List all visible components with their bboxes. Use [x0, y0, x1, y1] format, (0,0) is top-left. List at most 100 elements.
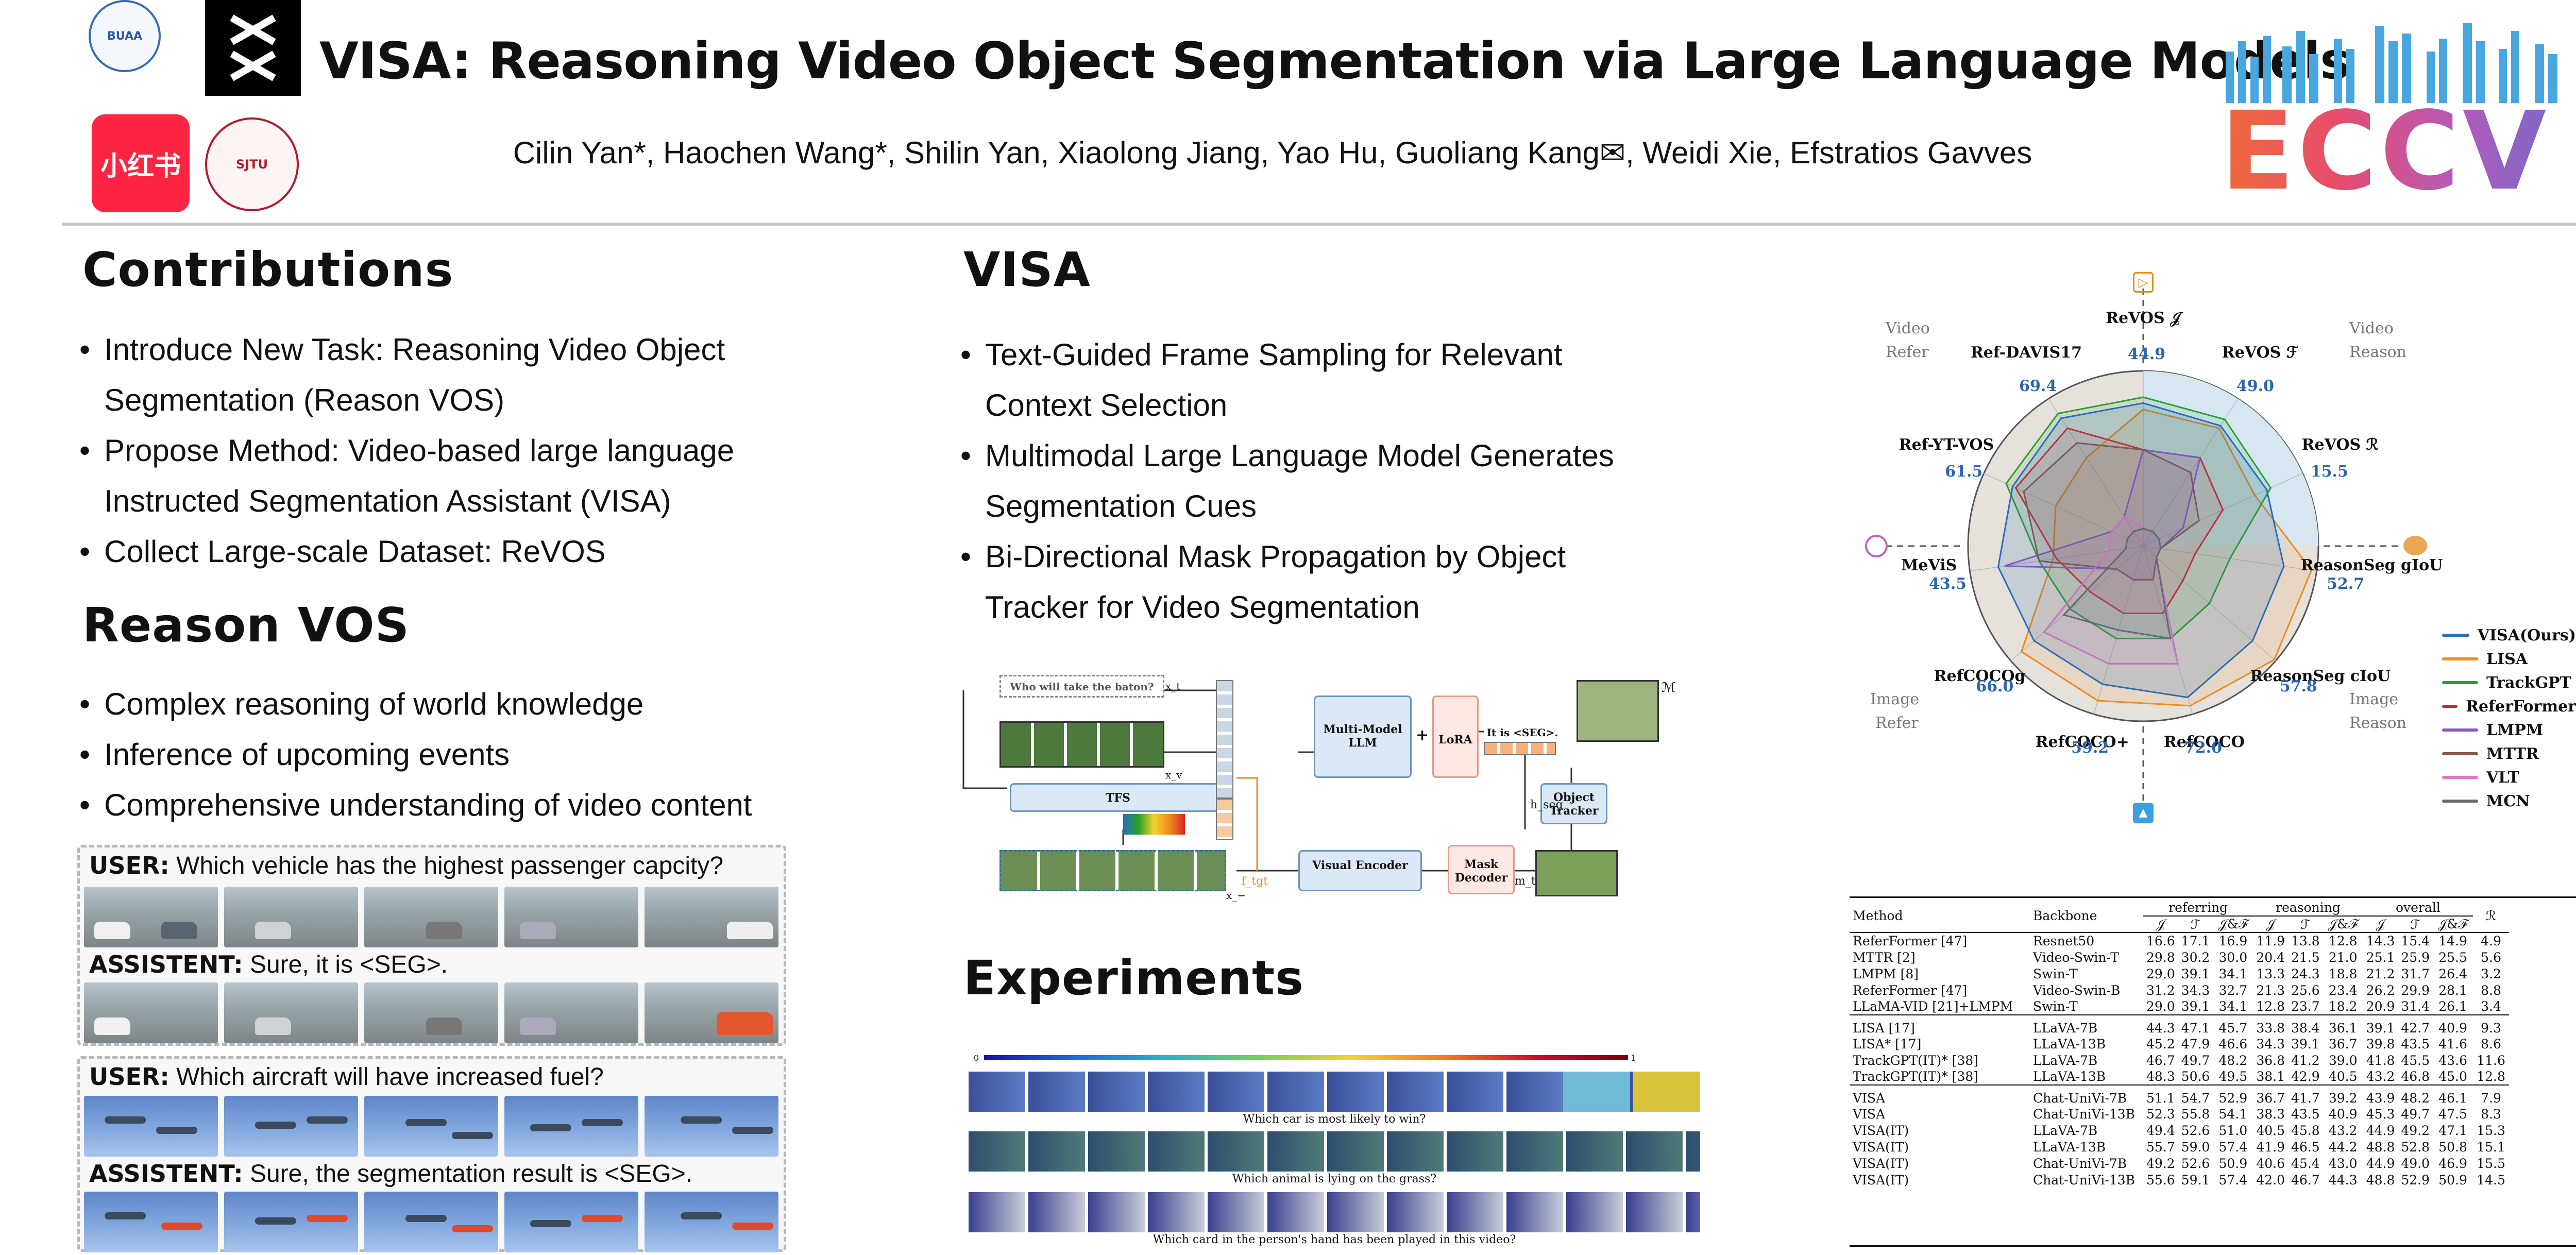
legend-swatch	[2442, 728, 2478, 732]
uva-logo	[205, 0, 301, 96]
question-box: Who will take the baton?	[999, 675, 1164, 698]
cell-value: 59.0	[2181, 1139, 2210, 1155]
lora-box: LoRA	[1432, 696, 1479, 778]
video-frame	[364, 982, 498, 1043]
corner-bl-1: Image	[1870, 690, 1920, 708]
cell-value: 59.1	[2181, 1172, 2210, 1188]
eccv-wordmark: ECCV	[2221, 97, 2576, 206]
user-line: USER: Which aircraft will have increased…	[89, 1063, 604, 1091]
cell-value: 48.2	[2218, 1053, 2248, 1068]
cell-value: 50.6	[2181, 1069, 2210, 1084]
cell-value: 36.7	[2328, 1036, 2358, 1052]
cell-value: 47.5	[2438, 1106, 2467, 1122]
cell-value: 51.0	[2218, 1123, 2248, 1138]
cell-value: 48.2	[2401, 1091, 2430, 1106]
th-r: ℛ	[2486, 908, 2496, 923]
th-overall: overall	[2363, 900, 2473, 917]
cell-value: 28.1	[2438, 982, 2467, 998]
cell-value: 8.8	[2481, 982, 2501, 998]
cell-value: 43.5	[2291, 1106, 2320, 1122]
cell-backbone: Video-Swin-B	[2033, 982, 2121, 998]
cell-method: LISA* [17]	[1853, 1036, 1922, 1052]
legend-item: LISA	[2442, 647, 2576, 671]
xminus-label: x_−	[1226, 889, 1246, 902]
video-frame	[364, 1192, 498, 1252]
video-frame	[84, 1192, 218, 1252]
cell-value: 9.3	[2481, 1021, 2501, 1036]
radar-series-1	[2005, 396, 2272, 639]
visa-heading: VISA	[963, 242, 1091, 297]
list-item: Collect Large-scale Dataset: ReVOS	[77, 527, 953, 577]
dialog-example-1: USER: Which vehicle has the highest pass…	[77, 845, 786, 1046]
cell-value: 39.1	[2291, 1036, 2320, 1052]
list-item-continuation: Context Selection	[985, 388, 1228, 422]
th-j: 𝒥	[2266, 917, 2275, 931]
cell-value: 20.9	[2366, 999, 2395, 1014]
list-item: Text-Guided Frame Sampling for Relevant	[958, 330, 1783, 380]
cell-value: 15.3	[2477, 1123, 2505, 1138]
cell-backbone: LLaVA-7B	[2033, 1053, 2098, 1068]
radar-axis-value: 43.5	[1928, 574, 1967, 593]
assistant-line: ASSISTENT: Sure, the segmentation result…	[89, 1160, 693, 1188]
cell-value: 40.9	[2328, 1106, 2358, 1122]
cell-value: 48.3	[2146, 1069, 2175, 1084]
cell-value: 50.8	[2438, 1139, 2467, 1155]
cell-value: 39.1	[2181, 966, 2210, 981]
video-frame	[364, 887, 498, 947]
results-table: Method Backbone referring reasoning over…	[1850, 896, 2576, 1247]
legend-item: TrackGPT	[2442, 671, 2576, 694]
radar-axis-label: ReVOS 𝒥	[2106, 309, 2181, 327]
cell-backbone: Resnet50	[2033, 934, 2095, 948]
corner-tr-2: Reason	[2349, 343, 2407, 361]
cell-value: 26.2	[2366, 982, 2395, 998]
xiaohongshu-logo: 小红书	[92, 114, 190, 212]
m-label: ℳ	[1662, 680, 1676, 696]
object-tracker-box: Object Tracker	[1540, 783, 1607, 824]
list-item-continuation: Tracker for Video Segmentation	[985, 590, 1420, 624]
legend-label: MTTR	[2486, 744, 2539, 763]
brain-icon-right	[2403, 536, 2427, 555]
list-item: Introduce New Task: Reasoning Video Obje…	[77, 325, 953, 375]
table: Method Backbone referring reasoning over…	[1850, 900, 2510, 1188]
cell-value: 51.1	[2146, 1091, 2175, 1106]
video-frame	[504, 982, 638, 1043]
cell-value: 3.2	[2481, 966, 2501, 981]
university-logo-2: SJTU	[205, 117, 299, 211]
video-frame	[84, 887, 218, 947]
cell-method: VISA(IT)	[1853, 1172, 1909, 1188]
cell-backbone: LLaVA-13B	[2033, 1069, 2106, 1084]
cell-backbone: Chat-UniVi-7B	[2033, 1091, 2127, 1106]
legend-label: LMPM	[2486, 721, 2544, 739]
radar-axis-value: 15.5	[2310, 462, 2348, 481]
list-item-continuation: Segmentation (Reason VOS)	[104, 383, 505, 417]
cell-value: 40.9	[2438, 1021, 2467, 1036]
cell-value: 15.1	[2477, 1139, 2505, 1155]
pipeline-diagram: Who will take the baton? x_t x_v TFS Mul…	[958, 675, 1695, 902]
cell-value: 31.4	[2401, 999, 2430, 1014]
video-frame	[504, 1096, 638, 1157]
cell-value: 13.3	[2256, 966, 2285, 981]
mask-decoder-box: Mask Decoder	[1448, 845, 1515, 894]
cell-value: 52.8	[2401, 1139, 2430, 1155]
cell-value: 49.4	[2146, 1123, 2175, 1138]
cell-backbone: LLaVA-13B	[2033, 1139, 2106, 1155]
radar-axis-label: Ref-DAVIS17	[1970, 343, 2082, 362]
caption-1: Which car is most likely to win?	[1243, 1113, 1426, 1126]
cell-value: 39.1	[2181, 999, 2210, 1014]
cell-value: 29.0	[2146, 999, 2175, 1014]
cell-value: 32.7	[2218, 982, 2248, 998]
table-group-header: Method Backbone referring reasoning over…	[1850, 900, 2509, 923]
cell-value: 45.0	[2438, 1069, 2467, 1084]
caption-3: Which card in the person's hand has been…	[1153, 1233, 1516, 1246]
cell-value: 7.9	[2481, 1091, 2501, 1106]
th-referring: referring	[2143, 900, 2253, 917]
ftgt-label: f_tgt	[1242, 875, 1268, 888]
cell-value: 42.7	[2401, 1021, 2430, 1036]
cell-value: 54.1	[2218, 1106, 2248, 1122]
